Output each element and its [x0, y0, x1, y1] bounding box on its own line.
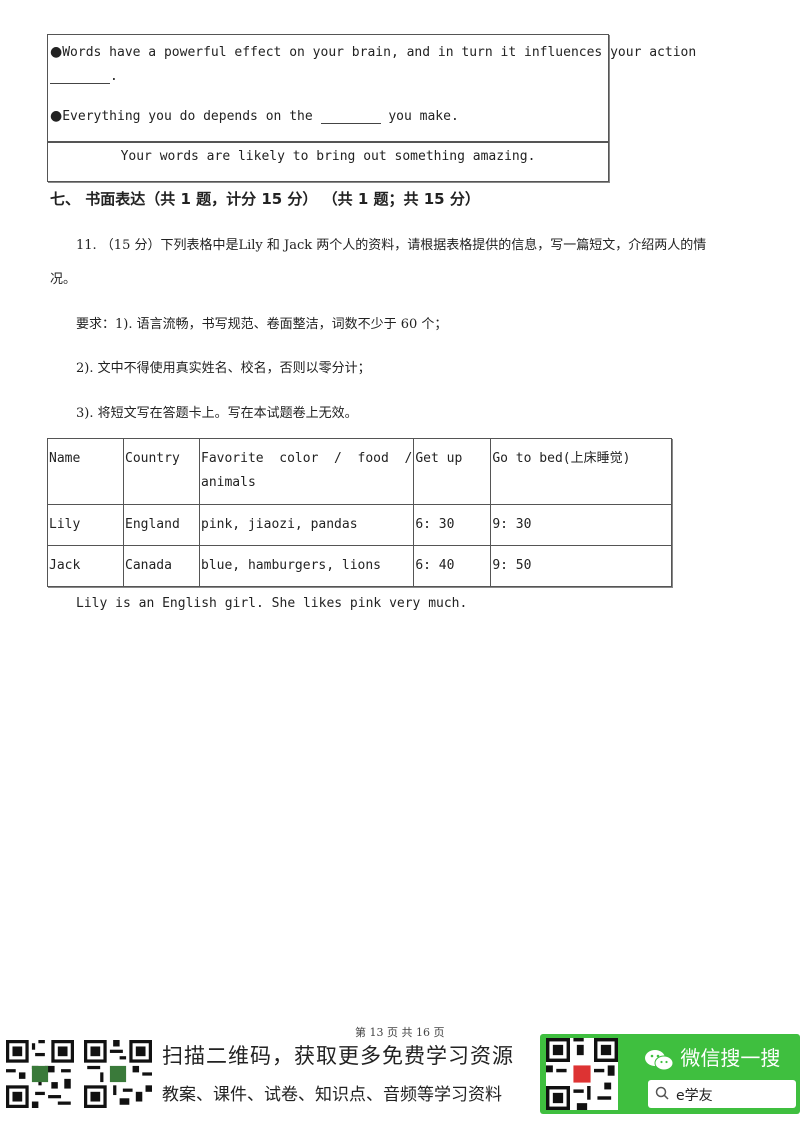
- info-table: Name Country Favorite color / food /anim…: [47, 438, 673, 587]
- table-cell: Jack: [47, 545, 124, 587]
- table-cell: 9: 50: [490, 545, 673, 587]
- box-line-2: ●Everything you do depends on the you ma…: [50, 108, 459, 124]
- wechat-logo-icon: [644, 1049, 674, 1071]
- table-cell: 9: 30: [490, 504, 673, 546]
- table-cell: Canada: [123, 545, 200, 587]
- requirement-2: 2). 文中不得使用真实姓名、校名，否则以零分计；: [76, 361, 371, 376]
- box-line-2-pre: Everything you do depends on the: [62, 109, 313, 124]
- wechat-title: 微信搜一搜: [644, 1042, 780, 1071]
- bullet-icon: ●: [50, 108, 63, 124]
- box-line-1-tail: .: [50, 69, 118, 84]
- header-cell: Favorite color / food /animals: [198, 438, 415, 505]
- wechat-search-panel[interactable]: 微信搜一搜 e学友: [540, 1034, 800, 1114]
- search-icon: [655, 1086, 669, 1100]
- box-line-2-post: you make.: [388, 109, 459, 124]
- qr-code-icon[interactable]: [546, 1038, 618, 1110]
- box-line-1-period: .: [110, 69, 118, 84]
- requirement-3: 3). 将短文写在答题卡上。写在本试题卷上无效。: [76, 406, 358, 421]
- table-cell: Lily: [47, 504, 124, 546]
- qr-pattern: [6, 1040, 74, 1108]
- banner-subline: 教案、课件、试卷、知识点、音频等学习资料: [162, 1085, 502, 1105]
- table-row: Jack Canada blue, hamburgers, lions 6: 4…: [47, 545, 673, 587]
- table-header-row: Name Country Favorite color / food /anim…: [47, 438, 673, 505]
- table-cell: 6: 40: [413, 545, 492, 587]
- header-cell: Get up: [413, 438, 492, 505]
- header-cell: Name: [47, 438, 124, 505]
- qr-pattern: [84, 1040, 152, 1108]
- summary-text: Your words are likely to bring out somet…: [120, 149, 536, 164]
- table-cell: 6: 30: [413, 504, 492, 546]
- qr-code-icon[interactable]: [6, 1040, 74, 1108]
- box-line-1-text: Words have a powerful effect on your bra…: [62, 45, 697, 60]
- qr-pattern: [546, 1038, 618, 1110]
- answer-box: ●Words have a powerful effect on your br…: [47, 34, 696, 142]
- table-row: Lily England pink, jiaozi, pandas 6: 30 …: [47, 504, 673, 546]
- fill-blank: [50, 71, 110, 84]
- box-line-1: ●Words have a powerful effect on your br…: [50, 44, 696, 60]
- header-cell: Go to bed(上床睡觉): [490, 438, 673, 505]
- question-line-2: 况。: [50, 272, 77, 287]
- table-cell: pink, jiaozi, pandas: [198, 504, 415, 546]
- wechat-title-text: 微信搜一搜: [680, 1046, 781, 1070]
- fill-blank: [320, 111, 381, 124]
- banner-headline: 扫描二维码，获取更多免费学习资源: [162, 1044, 514, 1068]
- qr-code-icon[interactable]: [84, 1040, 152, 1108]
- table-cell: blue, hamburgers, lions: [198, 545, 415, 587]
- header-cell: Country: [123, 438, 200, 505]
- table-cell: England: [123, 504, 200, 546]
- search-text: e学友: [676, 1088, 713, 1104]
- search-input[interactable]: e学友: [648, 1080, 796, 1108]
- requirement-1: 要求：1). 语言流畅，书写规范、卷面整洁，词数不少于 60 个；: [76, 317, 448, 332]
- essay-text: Lily is an English girl. She likes pink …: [76, 596, 468, 611]
- section-title: 七、 书面表达（共 1 题，计分 15 分） （共 1 题；共 15 分）: [50, 190, 480, 208]
- page-number: 第 13 页 共 16 页: [355, 1026, 445, 1039]
- bullet-icon: ●: [50, 44, 63, 60]
- question-line-1: 11. （15 分）下列表格中是Lily 和 Jack 两个人的资料，请根据表格…: [76, 238, 707, 253]
- summary-box: Your words are likely to bring out somet…: [47, 142, 609, 182]
